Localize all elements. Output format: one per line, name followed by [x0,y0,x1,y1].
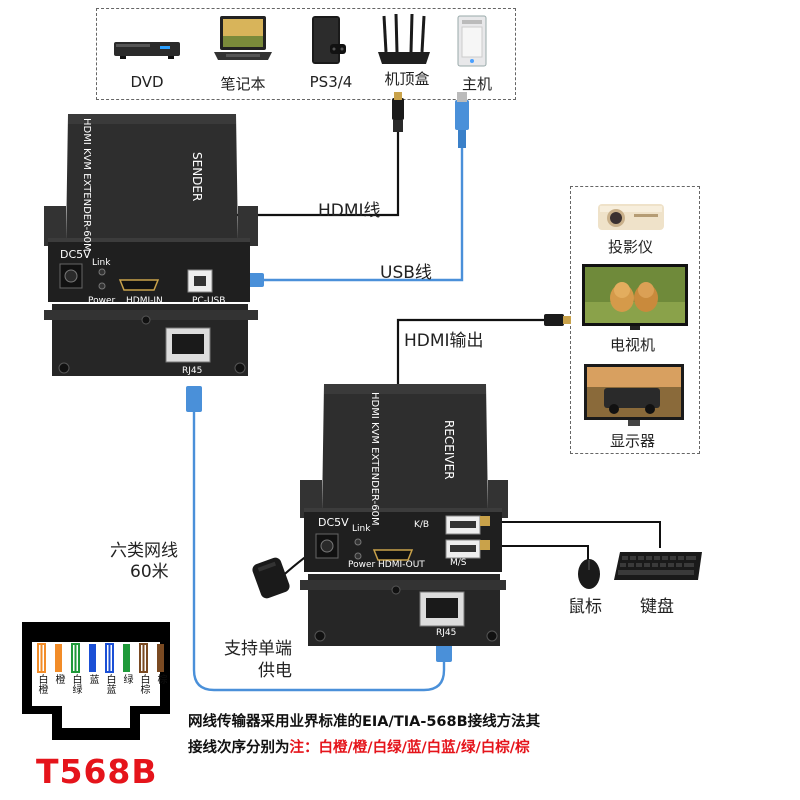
wire-labels: 白橙 橙 白绿 蓝 白蓝 绿 白棕 棕 [32,674,162,714]
sender-device [40,110,262,382]
wire-label-8: 棕 [155,674,165,684]
receiver-hdmi-port-label: HDMI-OUT [378,560,425,570]
caption-line-1: 网线传输器采用业界标准的EIA/TIA-568B接线方法其 [188,710,540,731]
sender-rj45-label: RJ45 [182,366,202,376]
wire-label-5: 白蓝 [104,674,114,694]
wire-label-7: 白棕 [138,674,148,694]
receiver-brand: HDMI KVM EXTENDER-60M [369,392,380,526]
receiver-power-label: Power [348,560,375,570]
receiver-role: RECEIVER [442,420,456,480]
mouse-icon [574,556,604,590]
wire-8 [157,644,164,672]
receiver-ms-label: M/S [450,558,467,568]
wire-label-2: 橙 [53,674,63,684]
sender-hdmi-port-label: HDMI-IN [126,296,163,306]
receiver-dc-label: DC5V [318,516,349,529]
caption-line-2-prefix: 接线次序分别为 [188,740,290,756]
caption-line-2-note: 注：白橙/橙/白绿/蓝/白蓝/绿/白棕/棕 [290,740,530,756]
wire-label-4: 蓝 [87,674,97,684]
sender-usb-port-label: PC-USB [192,296,225,306]
cable-label-usb: USB线 [380,258,432,283]
peripheral-label-keyboard: 键盘 [640,592,674,617]
wire-4 [89,644,96,672]
sender-link-label: Link [92,258,110,268]
standard-title: T568B [36,752,158,791]
receiver-link-label: Link [352,524,370,534]
power-adapter-icon [250,550,298,604]
wire-stripe-1 [41,644,43,672]
keyboard-cable [488,522,660,548]
wire-6 [123,644,130,672]
wire-label-1: 白橙 [36,674,46,694]
wire-label-6: 绿 [121,674,131,684]
sender-role: SENDER [190,152,204,201]
cable-label-hdmi: HDMI线 [318,196,381,221]
wire-stripe-7 [143,644,145,672]
sender-brand: HDMI KVM EXTENDER-60M [81,118,92,252]
wire-2 [55,644,62,672]
receiver-rj45-label: RJ45 [436,628,456,638]
sender-power-label: Power [88,296,115,306]
sender-dc-label: DC5V [60,248,91,261]
cable-label-hdmi-out: HDMI输出 [404,326,484,351]
wire-stripe-5 [109,644,111,672]
cable-label-network-2: 60米 [130,557,169,582]
keyboard-icon [612,548,704,584]
peripheral-label-mouse: 鼠标 [568,592,602,617]
cable-label-power-2: 供电 [258,656,292,681]
receiver-kb-label: K/B [414,520,429,530]
caption-line-2: 接线次序分别为注：白橙/橙/白绿/蓝/白蓝/绿/白棕/棕 [188,736,530,757]
wire-stripe-3 [75,644,77,672]
wire-label-3: 白绿 [70,674,80,694]
